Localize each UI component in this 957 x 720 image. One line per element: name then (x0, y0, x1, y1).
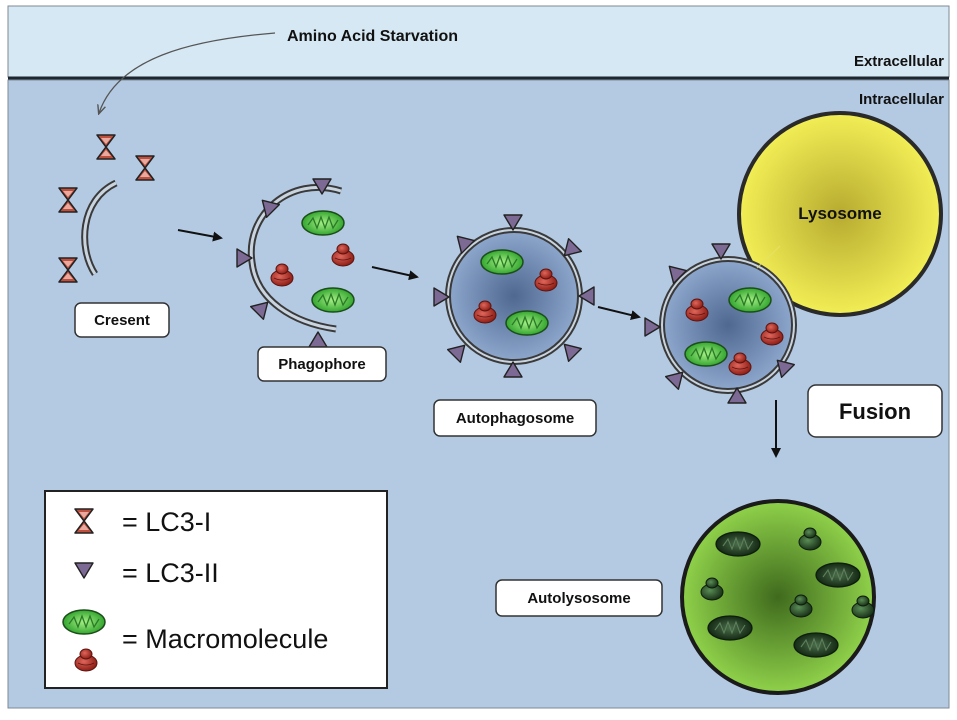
autolysosome-label-box (495, 579, 663, 617)
intracellular-label: Intracellular (859, 91, 944, 108)
degraded-macromolecule-icon (707, 615, 753, 641)
phagophore-label-box (257, 346, 387, 382)
macromolecule-legend-icon (62, 609, 106, 635)
fusion-label: Fusion (839, 399, 911, 424)
arrow-to-phagophore (177, 229, 223, 242)
macromolecule-icon (505, 310, 549, 336)
autophagosome-label-box (433, 399, 597, 437)
extracellular-region (7, 5, 950, 78)
cresent-stage (58, 134, 155, 283)
macromolecule-icon (728, 287, 772, 313)
legend-macromolecule-label: = Macromolecule (122, 624, 328, 654)
macromolecule-icon (311, 287, 355, 313)
phagophore-stage (236, 178, 355, 348)
arrow-to-fusion (597, 306, 641, 320)
phagophore-label: Phagophore (278, 356, 366, 373)
legend-lc3-ii-label: = LC3-II (122, 558, 219, 588)
arrow-to-autophagosome (371, 266, 419, 281)
autophagosome-stage (433, 214, 595, 378)
cresent-label-box (74, 302, 170, 338)
autophagosome-label: Autophagosome (456, 410, 574, 427)
legend: = LC3-I = LC3-II = Macromolecule (44, 490, 388, 689)
cresent-label: Cresent (94, 312, 150, 329)
macromolecule-icon (301, 210, 345, 236)
macromolecule-icon (684, 341, 728, 367)
degraded-macromolecule-icon (715, 531, 761, 557)
legend-box (44, 490, 388, 689)
autolysosome (680, 499, 876, 695)
fusion-contact (756, 245, 781, 269)
extracellular-label: Extracellular (854, 53, 944, 70)
lysosome (737, 111, 943, 317)
macromolecule-icon (480, 249, 524, 275)
fusing-vesicle (644, 243, 797, 404)
lysosome-label: Lysosome (798, 204, 881, 223)
starvation-arrow (99, 32, 276, 113)
amino-acid-starvation-label: Amino Acid Starvation (287, 28, 458, 45)
autolysosome-label: Autolysosome (527, 590, 630, 607)
legend-lc3-i-label: = LC3-I (122, 507, 211, 537)
degraded-macromolecule-icon (815, 562, 861, 588)
fusion-label-box (807, 384, 943, 438)
degraded-macromolecule-icon (793, 632, 839, 658)
